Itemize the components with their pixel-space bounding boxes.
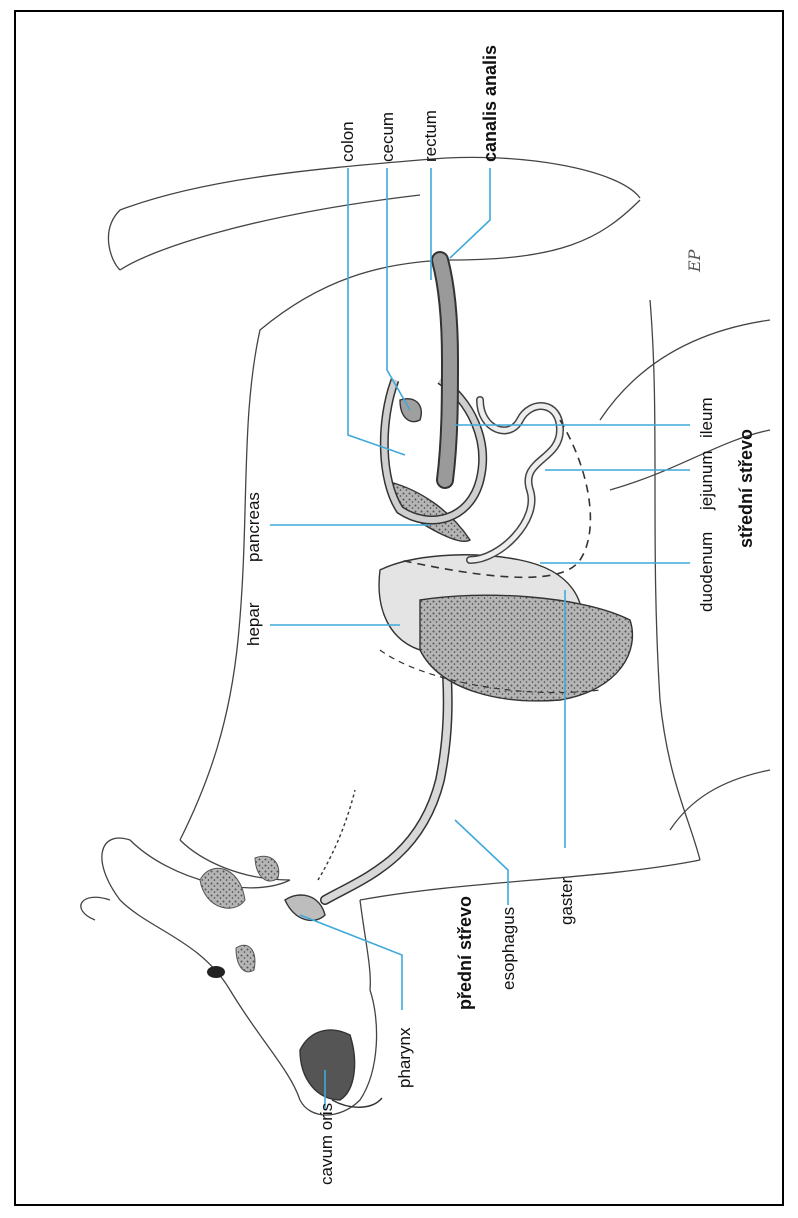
label-rectum: rectum (421, 110, 440, 162)
artist-signature: EP (685, 249, 704, 273)
leader-cecum (387, 168, 410, 410)
label-stredni-strevo: střední střevo (736, 429, 756, 548)
label-canalis-analis: canalis analis (480, 45, 500, 162)
label-pancreas: pancreas (244, 492, 263, 562)
oral-cavity-shape (300, 1030, 355, 1100)
leader-pharynx (300, 915, 402, 1010)
leader-esophagus (455, 820, 508, 905)
label-esophagus: esophagus (499, 907, 518, 990)
cecum-shape (400, 399, 421, 422)
label-cecum: cecum (378, 112, 397, 162)
label-jejunum: jejunum (697, 450, 716, 511)
label-hepar: hepar (244, 602, 263, 646)
label-gaster: gaster (557, 877, 576, 925)
label-predni-strevo: přední střevo (455, 896, 475, 1010)
label-ileum: ileum (697, 397, 716, 438)
leader-canalis (450, 168, 490, 258)
label-cavum-oris: cavum oris (317, 1103, 336, 1185)
label-duodenum: duodenum (697, 532, 716, 612)
label-colon: colon (338, 121, 357, 162)
trachea-shape (318, 790, 355, 880)
label-pharynx: pharynx (395, 1027, 414, 1088)
leader-colon (348, 168, 405, 455)
